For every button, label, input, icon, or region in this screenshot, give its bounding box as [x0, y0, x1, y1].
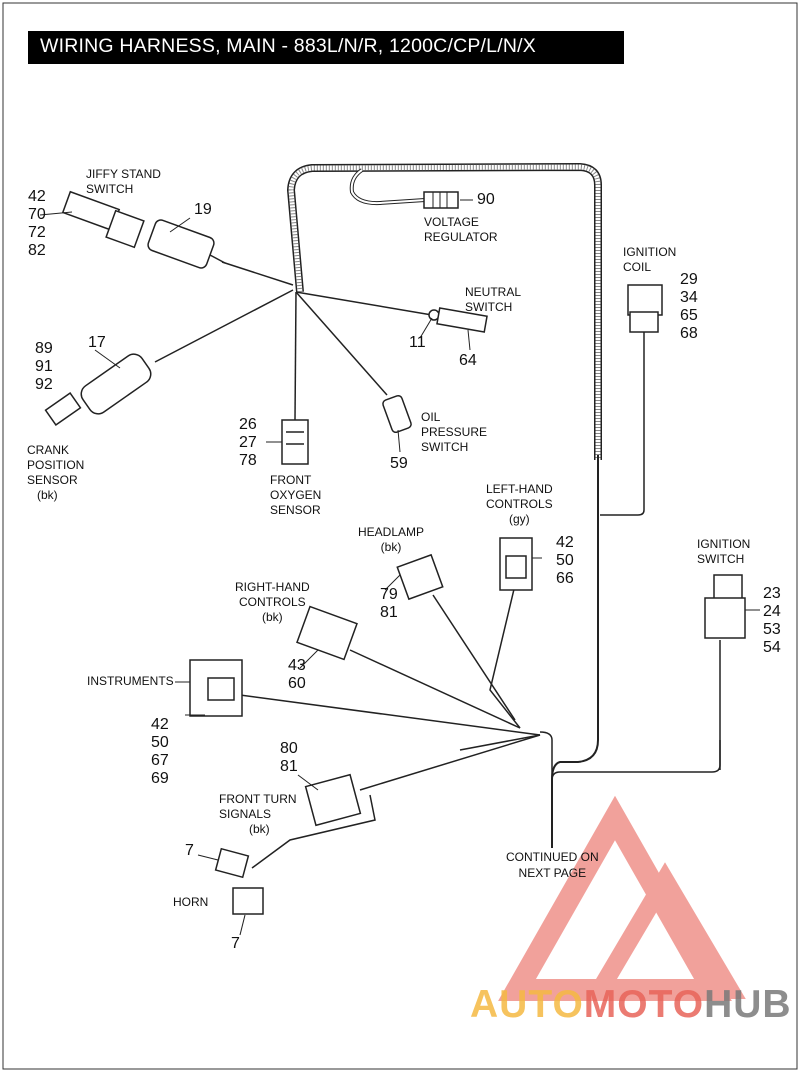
- title-bar: [28, 31, 624, 64]
- instruments-connector: [189, 659, 243, 717]
- neutral-switch: [428, 307, 488, 333]
- horn-connectors: [214, 847, 264, 915]
- ignition-coil-connector: [600, 284, 663, 516]
- headlamp-connector: [396, 553, 444, 601]
- jiffy-stand-switch: [61, 190, 226, 269]
- harness-branches: [154, 261, 433, 421]
- watermark-logo: [498, 795, 746, 1001]
- left-hand-controls-connector: [499, 537, 533, 591]
- main-trunk: [286, 162, 602, 848]
- front-oxygen-sensor-connector: [281, 419, 309, 465]
- crank-position-sensor: [44, 353, 152, 427]
- page-title: WIRING HARNESS, MAIN - 883L/N/R, 1200C/C…: [40, 35, 536, 57]
- front-turn-signals-connector: [304, 773, 362, 827]
- right-hand-controls-connector: [296, 605, 358, 661]
- lower-branches: [239, 584, 541, 869]
- oil-pressure-switch: [382, 394, 412, 434]
- voltage-regulator: [349, 168, 473, 209]
- leader-lines: [39, 211, 760, 936]
- ignition-switch: [551, 574, 746, 781]
